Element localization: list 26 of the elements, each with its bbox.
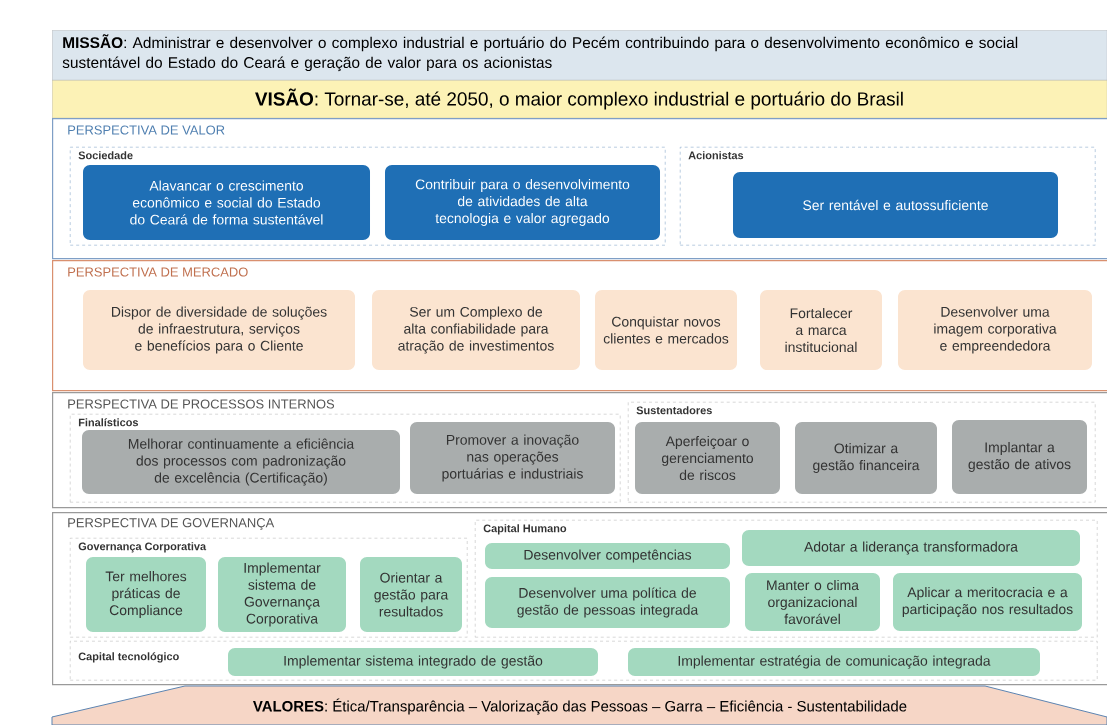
objective-box: Orientar a gestão para resultados bbox=[360, 557, 462, 632]
objective-box: Desenvolver competências bbox=[485, 543, 730, 569]
objective-box: Adotar a liderança transformadora bbox=[742, 530, 1080, 566]
mission-band: MISSÃO: Administrar e desenvolver o complexo industrial e portuário do Pecém contribuindo para o desenvolvimento econômico e social sustentável do Estado do Ceará e geração de valor para os acionistas bbox=[52, 30, 1107, 81]
objective-box: Fortalecer a marca institucional bbox=[760, 290, 882, 370]
objective-box: Desenvolver uma política de gestão de pessoas integrada bbox=[485, 577, 730, 628]
objective-box: Alavancar o crescimento econômico e social do Estado do Ceará de forma sustentável bbox=[83, 165, 370, 240]
objective-box: Ser rentável e autossuficiente bbox=[733, 172, 1058, 238]
objective-box: Ter melhores práticas de Compliance bbox=[86, 557, 206, 632]
objective-box: Promover a inovação nas operações portuárias e industriais bbox=[410, 422, 615, 494]
objective-box: Contribuir para o desenvolvimento de atividades de alta tecnologia e valor agregado bbox=[385, 165, 660, 240]
values-band: VALORES: Ética/Transparência – Valorização das Pessoas – Garra – Eficiência - Sustentabilidade bbox=[51, 685, 1107, 725]
objective-box: Aplicar a meritocracia e a participação nos resultados bbox=[893, 573, 1082, 631]
objective-box: Implementar estratégia de comunicação integrada bbox=[628, 648, 1040, 676]
objective-box: Implantar a gestão de ativos bbox=[952, 420, 1087, 494]
objective-box: Aperfeiçoar o gerenciamento de riscos bbox=[635, 422, 780, 494]
objective-box: Desenvolver uma imagem corporativa e empreendedora bbox=[898, 290, 1092, 370]
objective-box: Manter o clima organizacional favorável bbox=[745, 573, 880, 631]
objective-box: Otimizar a gestão financeira bbox=[795, 422, 937, 494]
objective-box: Implementar sistema de Governança Corporativa bbox=[218, 557, 346, 632]
objective-box: Implementar sistema integrado de gestão bbox=[228, 648, 598, 676]
objective-box: Conquistar novos clientes e mercados bbox=[595, 290, 737, 370]
vision-band: VISÃO: Tornar-se, até 2050, o maior complexo industrial e portuário do Brasil bbox=[52, 80, 1107, 119]
objective-box: Melhorar continuamente a eficiência dos processos com padronização de excelência (Certificação) bbox=[82, 430, 400, 494]
objective-box: Ser um Complexo de alta confiabilidade para atração de investimentos bbox=[372, 290, 580, 370]
objective-box: Dispor de diversidade de soluções de infraestrutura, serviços e benefícios para o Cliente bbox=[83, 290, 355, 370]
